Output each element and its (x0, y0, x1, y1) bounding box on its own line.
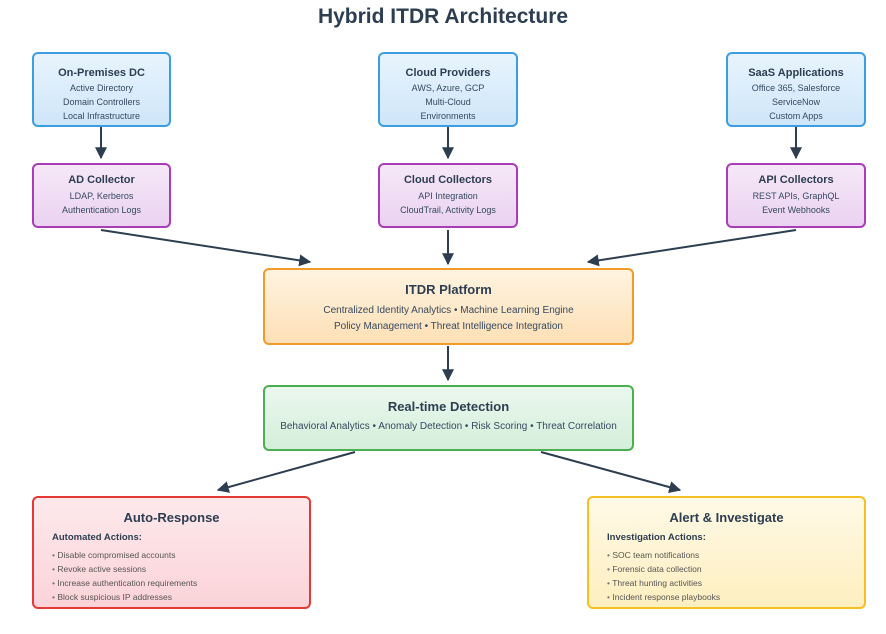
arrow-api-collectors-to-platform (586, 229, 797, 267)
collector-line: API Integration (418, 191, 478, 201)
source-box-onprem-dc: On-Premises DC Active Directory Domain C… (32, 52, 171, 127)
detection-line: Behavioral Analytics • Anomaly Detection… (280, 421, 617, 432)
detection-title: Real-time Detection (387, 399, 510, 414)
auto-response-title: Auto-Response (123, 510, 220, 525)
source-title: Cloud Providers (405, 67, 491, 79)
source-title: On-Premises DC (58, 67, 145, 79)
collector-line: Authentication Logs (61, 205, 142, 215)
arrow-ad-collector-to-platform (100, 229, 312, 267)
alert-title: Alert & Investigate (669, 510, 784, 525)
list-item: Revoke active sessions (52, 562, 197, 576)
source-line: Local Infrastructure (62, 111, 141, 121)
source-line: Domain Controllers (62, 97, 141, 107)
source-line: AWS, Azure, GCP (411, 83, 485, 93)
list-item: SOC team notifications (607, 548, 720, 562)
source-line: Custom Apps (769, 111, 823, 121)
source-box-cloud-providers: Cloud Providers AWS, Azure, GCP Multi-Cl… (378, 52, 518, 127)
collector-title: API Collectors (758, 174, 834, 186)
collector-box-ad: AD Collector LDAP, Kerberos Authenticati… (32, 163, 171, 228)
platform-title: ITDR Platform (405, 282, 492, 297)
list-item: Incident response playbooks (607, 590, 720, 604)
realtime-detection-box: Real-time Detection Behavioral Analytics… (263, 385, 634, 451)
auto-response-box: Auto-Response Automated Actions: Disable… (32, 496, 311, 609)
collector-line: Event Webhooks (762, 205, 830, 215)
collector-title: AD Collector (68, 174, 135, 186)
arrow-detection-to-alert (540, 451, 682, 493)
platform-line: Centralized Identity Analytics • Machine… (323, 305, 574, 316)
collector-line: CloudTrail, Activity Logs (400, 205, 496, 215)
diagram-title: Hybrid ITDR Architecture (317, 5, 569, 28)
list-item: Block suspicious IP addresses (52, 590, 197, 604)
itdr-platform-box: ITDR Platform Centralized Identity Analy… (263, 268, 634, 345)
collector-box-cloud: Cloud Collectors API Integration CloudTr… (378, 163, 518, 228)
list-item: Threat hunting activities (607, 576, 720, 590)
alert-subtitle: Investigation Actions: (607, 532, 706, 543)
source-line: ServiceNow (771, 97, 820, 107)
source-box-saas-apps: SaaS Applications Office 365, Salesforce… (726, 52, 866, 127)
list-item: Increase authentication requirements (52, 576, 197, 590)
platform-line: Policy Management • Threat Intelligence … (333, 321, 563, 332)
source-line: Environments (420, 111, 476, 121)
collector-title: Cloud Collectors (403, 174, 492, 186)
source-line: Multi-Cloud (425, 97, 471, 107)
auto-response-subtitle: Automated Actions: (52, 532, 142, 543)
collector-line: REST APIs, GraphQL (752, 191, 840, 201)
arrow-detection-to-auto-response (216, 451, 356, 493)
list-item: Forensic data collection (607, 562, 720, 576)
alert-list: SOC team notifications Forensic data col… (607, 548, 720, 604)
source-line: Office 365, Salesforce (751, 83, 841, 93)
alert-investigate-box: Alert & Investigate Investigation Action… (587, 496, 866, 609)
collector-line: LDAP, Kerberos (69, 191, 134, 201)
source-line: Active Directory (69, 83, 133, 93)
collector-box-api: API Collectors REST APIs, GraphQL Event … (726, 163, 866, 228)
auto-response-list: Disable compromised accounts Revoke acti… (52, 548, 197, 604)
list-item: Disable compromised accounts (52, 548, 197, 562)
source-title: SaaS Applications (748, 67, 844, 79)
